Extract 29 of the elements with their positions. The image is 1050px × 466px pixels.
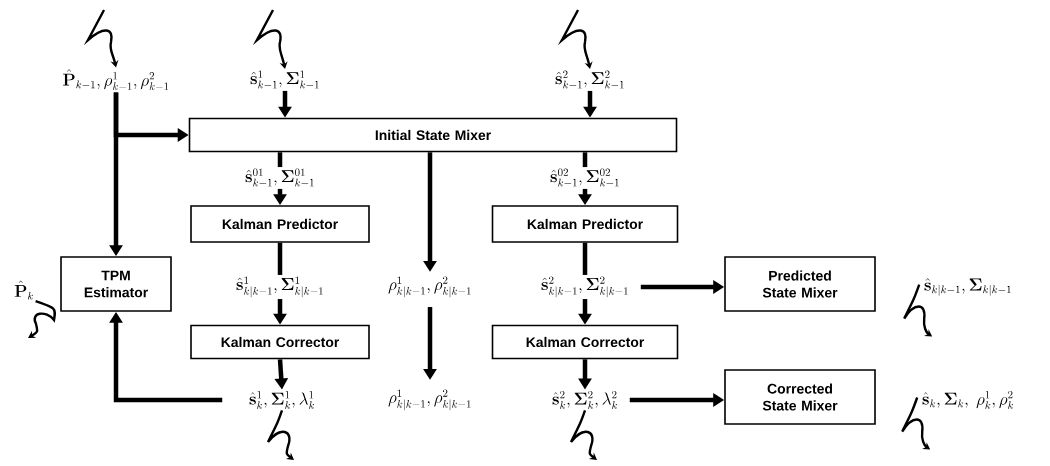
- squiggle-arrow: [569, 410, 597, 460]
- process-box: Predicted State Mixer: [724, 256, 876, 312]
- math-label: $\rho^1_{k|k-1}, \rho^2_{k|k-1}$: [388, 276, 471, 298]
- math-label: $\hat{\mathbf{P}}_{k-1}, \rho^1_{k-1}, \rho^2_{k-1}$: [63, 69, 169, 90]
- connector-line: [582, 242, 588, 275]
- process-box: Kalman Corrector: [190, 324, 370, 360]
- process-box: Initial State Mixer: [188, 117, 678, 153]
- process-box: Kalman Corrector: [491, 324, 679, 360]
- process-box: Kalman Predictor: [491, 205, 679, 243]
- math-label: $\hat{\mathbf{s}}^1_{k-1}, \mathbf{\Sigma}^1_{k-1}$: [250, 70, 319, 89]
- squiggle-arrow: [266, 410, 294, 460]
- math-label: $\hat{\mathbf{s}}^1_k, \mathbf{\Sigma}^1_k, \lambda^1_k$: [249, 391, 315, 409]
- connector-line: [582, 152, 588, 168]
- connector-line: [277, 152, 283, 168]
- process-box: TPM Estimator: [60, 256, 172, 312]
- math-label: $\hat{\mathbf{s}}^2_{k-1}, \mathbf{\Sigma}^2_{k-1}$: [555, 70, 624, 89]
- math-label: $\hat{\mathbf{s}}^2_{k|k-1}, \mathbf{\Sigma}^2_{k|k-1}$: [541, 276, 628, 298]
- math-label: $\hat{\mathbf{s}}_{k|k-1}, \mathbf{\Sigma}_{k|k-1}$: [924, 278, 1011, 296]
- math-label: $\hat{\mathbf{s}}^2_k, \mathbf{\Sigma}^2_k, \lambda^2_k$: [552, 391, 618, 409]
- connector-line: [277, 242, 283, 275]
- math-label: $\rho^1_{k|k-1}, \rho^2_{k|k-1}$: [388, 389, 471, 411]
- math-label: $\hat{\mathbf{s}}^{01}_{k-1}, \mathbf{\Sigma}^{01}_{k-1}$: [245, 168, 314, 187]
- squiggle-arrow: [28, 300, 57, 338]
- math-label: $\hat{\mathbf{s}}^1_{k|k-1}, \mathbf{\Sigma}^1_{k|k-1}$: [236, 276, 323, 298]
- math-label: $\hat{\mathbf{s}}_k, \mathbf{\Sigma}_k,\ \rho^1_k, \rho^2_k$: [922, 391, 1014, 409]
- process-box: Corrected State Mixer: [724, 369, 876, 425]
- math-label: $\hat{\mathbf{P}}_k$: [14, 280, 33, 300]
- process-box: Kalman Predictor: [190, 205, 370, 243]
- math-label: $\hat{\mathbf{s}}^{02}_{k-1}, \mathbf{\Sigma}^{02}_{k-1}$: [550, 168, 619, 187]
